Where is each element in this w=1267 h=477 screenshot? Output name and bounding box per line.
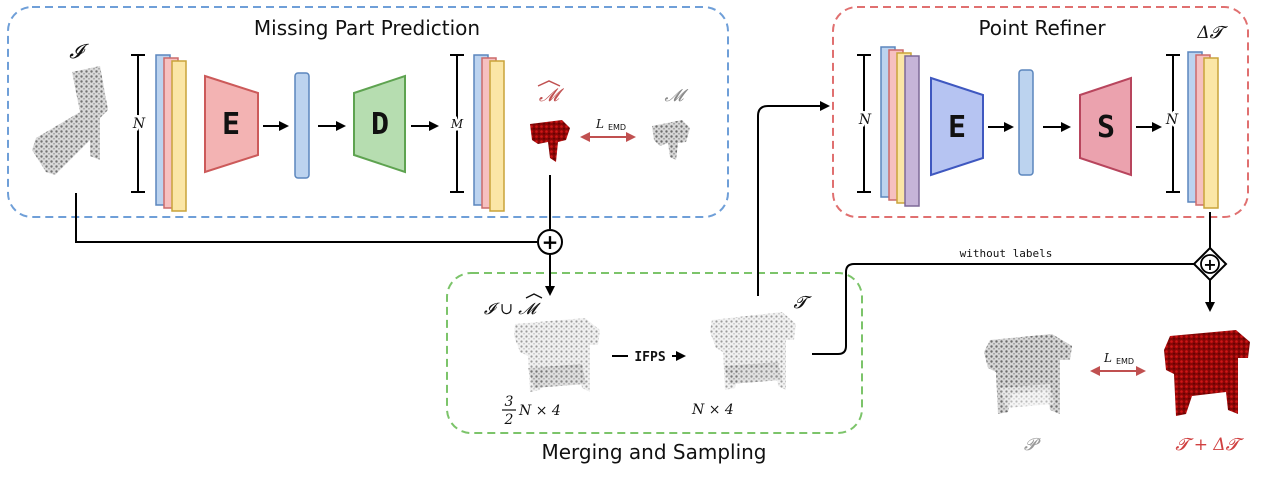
t-to-final-plus-connector <box>812 263 1196 355</box>
merge-section-box <box>446 272 863 434</box>
merged-size-rest: N × 4 <box>518 403 561 419</box>
merged-size-num: 3 <box>505 394 514 410</box>
sampled-size: N × 4 <box>691 402 734 418</box>
input-to-plus-connector <box>75 193 537 243</box>
sampled-point-cloud <box>710 312 796 390</box>
refiner-title: Point Refiner <box>978 16 1106 40</box>
merge-plus-sign: + <box>542 230 559 254</box>
n-label-1: N <box>132 116 146 132</box>
m-bracket <box>450 54 464 193</box>
merged-size-den: 2 <box>504 412 514 428</box>
n-label-3: N <box>1165 112 1179 128</box>
ifps-label-bg <box>628 348 672 364</box>
latent-vector-1 <box>294 72 310 179</box>
t-plus-delta-symbol: 𝓣 + Δ𝓣 <box>1175 435 1244 455</box>
m-label: M <box>450 117 464 131</box>
output-feature-stack <box>473 54 505 212</box>
refiner-encoder-block <box>930 76 984 177</box>
emd-sub-bottom: EMD <box>1116 357 1134 366</box>
sampled-t-symbol: 𝓣 <box>793 293 812 313</box>
pred-missing-hat <box>537 80 561 87</box>
n-bracket-3 <box>1166 54 1180 193</box>
decoder-d-label: D <box>371 107 389 142</box>
gt-missing-symbol: 𝓜 <box>664 86 688 106</box>
decoder-d-block <box>353 74 406 174</box>
latent-vector-2 <box>1018 69 1034 176</box>
refined-output-point-cloud <box>1164 330 1250 416</box>
final-plus-sign: + <box>1203 255 1216 274</box>
pred-missing-point-cloud <box>530 120 570 162</box>
merged-point-cloud <box>514 318 600 392</box>
merge-title: Merging and Sampling <box>541 440 766 464</box>
union-label: 𝓘 ∪ 𝓜 <box>484 299 541 318</box>
n-label-2: N <box>858 112 872 128</box>
refiner-input-stack <box>880 46 920 207</box>
encoder-e-label: E <box>222 107 240 142</box>
mpp-title: Missing Part Prediction <box>254 16 480 40</box>
n-bracket-1 <box>131 54 145 193</box>
s-module-block <box>1079 76 1132 177</box>
gt-missing-point-cloud <box>652 120 690 160</box>
pred-missing-symbol: 𝓜 <box>539 85 565 106</box>
ifps-label: IFPS <box>634 350 665 365</box>
s-module-label: S <box>1097 110 1115 145</box>
n-bracket-2 <box>857 54 871 193</box>
emd-sub-top: EMD <box>608 123 626 132</box>
refiner-section-box <box>832 6 1249 218</box>
gt-complete-point-cloud <box>984 334 1072 414</box>
delta-t-symbol: Δ𝓣 <box>1196 23 1228 43</box>
input-point-cloud <box>32 66 108 175</box>
p-symbol: 𝓟 <box>1024 435 1041 455</box>
emd-l-top: L <box>595 117 604 131</box>
refiner-encoder-label: E <box>948 110 966 145</box>
emd-l-bottom: L <box>1103 351 1112 365</box>
refiner-output-stack <box>1187 51 1219 209</box>
t-to-refiner-arrow <box>757 101 830 296</box>
without-labels-text: without labels <box>960 247 1053 260</box>
input-feature-stack <box>155 54 187 212</box>
input-symbol: 𝓘 <box>69 39 89 63</box>
encoder-e-block <box>204 74 259 174</box>
final-plus-circle <box>1200 254 1220 274</box>
union-hat <box>525 293 543 299</box>
